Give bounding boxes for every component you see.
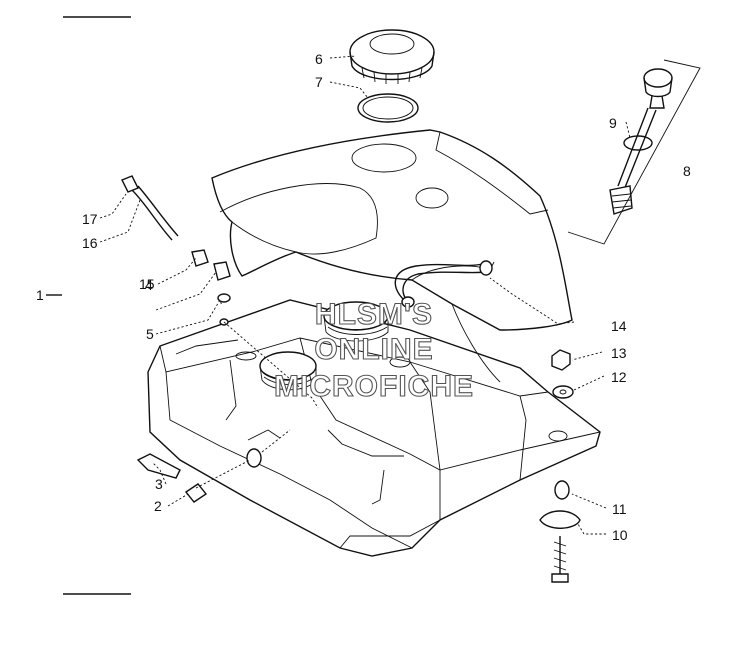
hose-16 [131,185,179,241]
fitting-15 [191,249,231,281]
bracket-3 [136,453,181,479]
fuel-cap-6 [349,29,435,84]
callout-4: 4 [145,277,153,293]
mount-10 [539,510,581,583]
o-ring-9 [623,135,653,151]
spacer [246,448,262,468]
nut-13 [551,349,571,371]
washer-4 [217,293,231,303]
watermark-line-3: MICROFICHE [274,370,474,403]
fuel-gauge-8 [609,68,673,215]
callout-labels: 1 2 3 4 5 6 7 8 9 10 11 12 13 14 15 16 1… [36,51,691,543]
watermark-line-1: HLSM'S [315,298,433,331]
callout-3: 3 [155,476,163,492]
hose-clamp-17 [121,175,139,193]
vent-hose-14 [394,260,493,308]
callout-16: 16 [82,235,98,251]
callout-12: 12 [611,369,627,385]
bolt-2 [184,483,208,503]
grommet-11 [554,480,570,500]
callout-5: 5 [146,326,154,342]
watermark: HLSM'S ONLINE MICROFICHE [273,297,474,403]
callout-14: 14 [611,318,627,334]
fuel-tank [147,299,601,557]
callout-10: 10 [612,527,628,543]
callout-11: 11 [612,501,627,517]
callout-13: 13 [611,345,627,361]
callout-1: 1 [36,287,44,303]
leader-lines [46,55,631,535]
bracket-8 [567,59,701,245]
callout-17: 17 [82,211,98,227]
cap-gasket-7 [357,93,419,123]
callout-15: 15 [139,276,155,292]
callout-7: 7 [315,74,323,90]
callout-8: 8 [683,163,691,179]
watermark-line-2: ONLINE [314,333,433,366]
washer-12 [552,385,574,399]
callout-9: 9 [609,115,617,131]
callout-2: 2 [154,498,162,514]
callout-6: 6 [315,51,323,67]
